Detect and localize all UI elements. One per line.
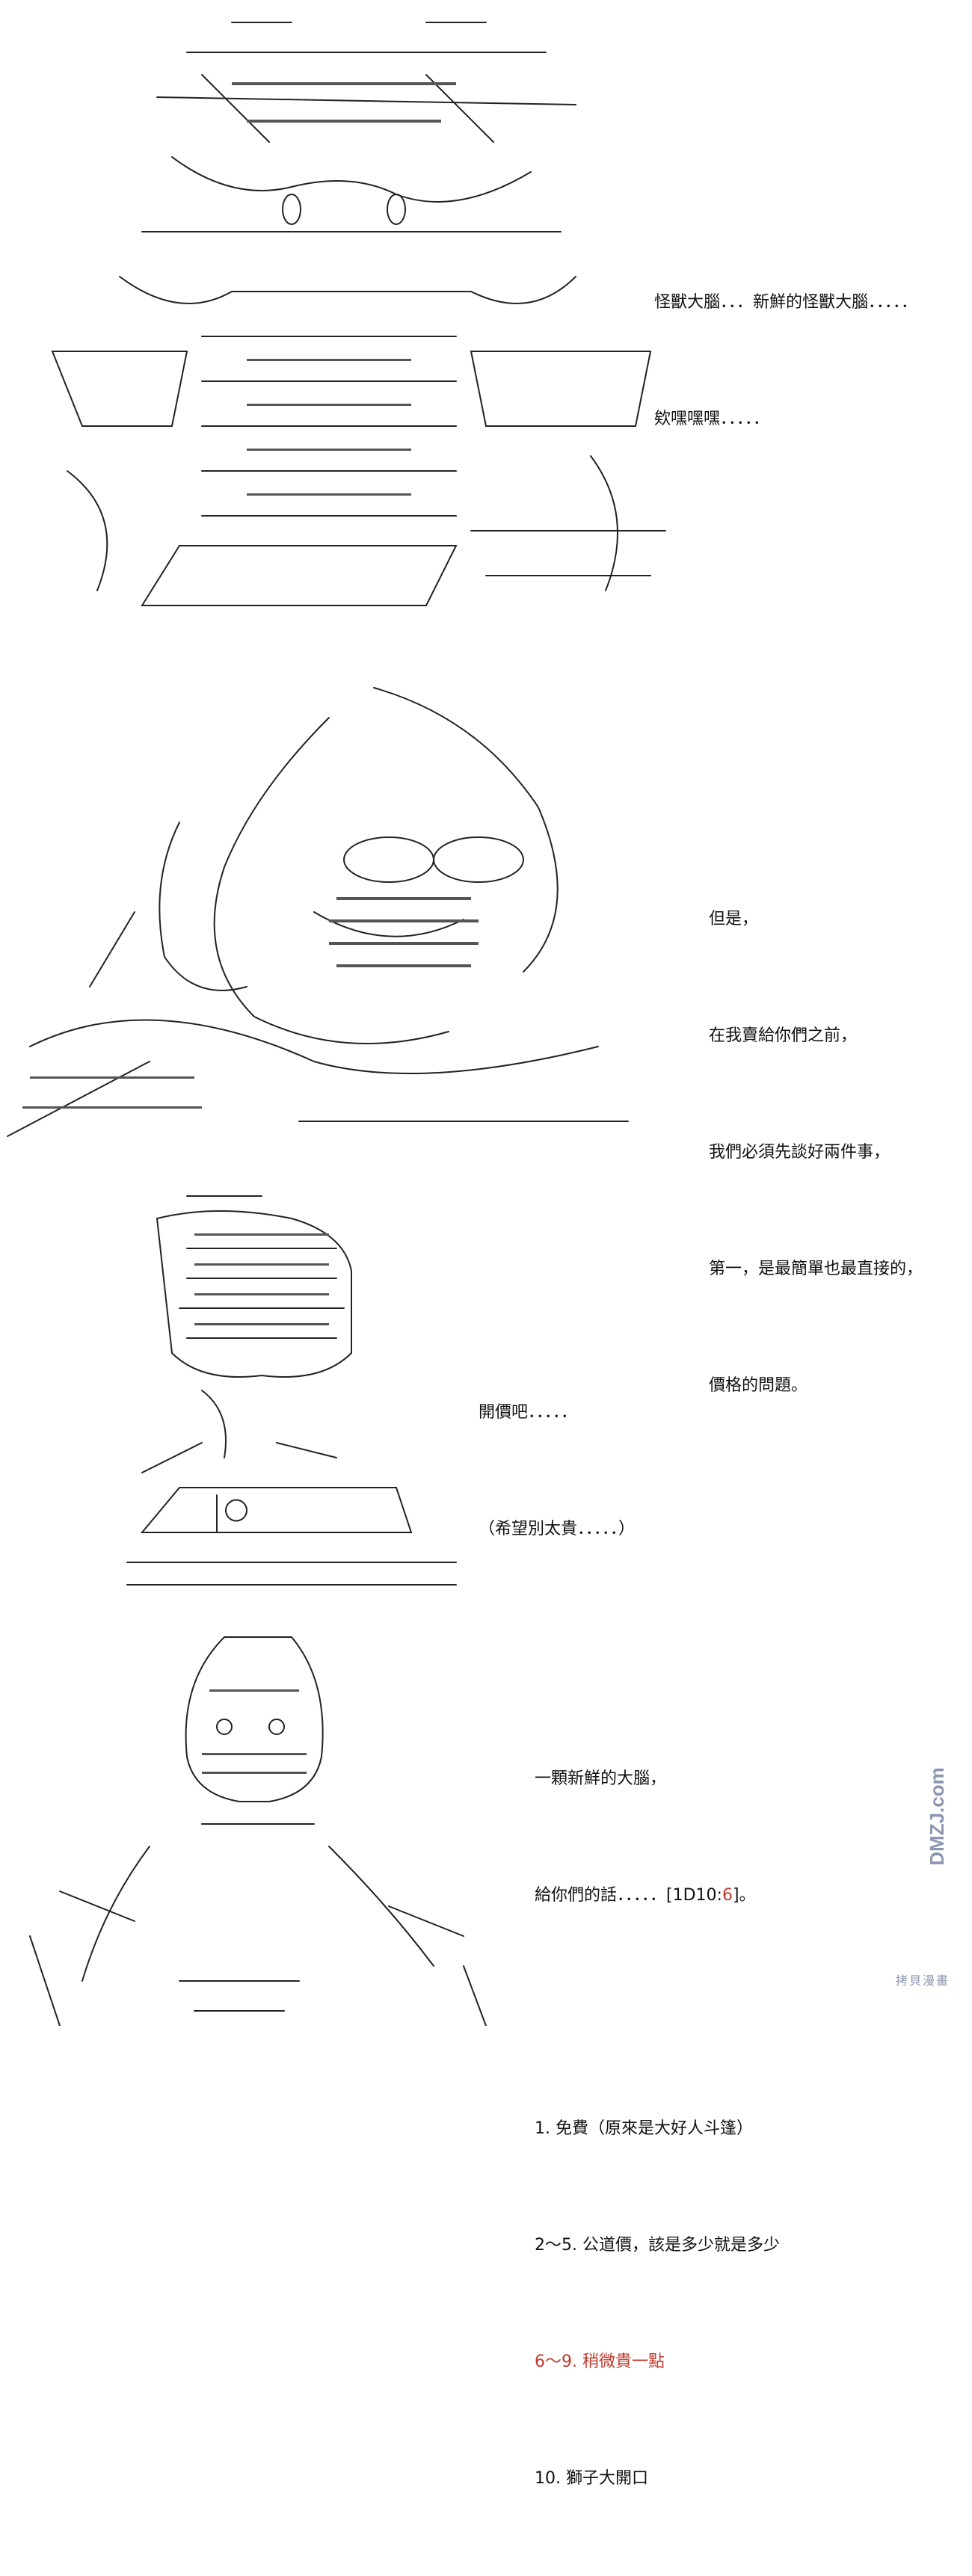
spacer — [535, 1993, 780, 2032]
watermark-caption: 拷貝漫畫 — [895, 1973, 950, 1988]
roll-prefix: 給你們的話．．．．．[1D10: — [535, 1886, 722, 1905]
ascii-art-hooded-figure — [0, 673, 643, 1166]
option-4: 10. 獅子大開口 — [535, 2469, 648, 2488]
panel-2: 但是， 在我賣給你們之前， 我們必須先談好兩件事， 第一，是最簡單也最直接的， … — [0, 665, 972, 1395]
dialog-line: （希望別太貴．．．．．） — [479, 1520, 636, 1538]
roll-result: 6 — [722, 1886, 733, 1905]
option-3-highlighted: 6～9. 稍微貴一點 — [535, 2352, 665, 2371]
dialog-line: 我們必須先談好兩件事， — [709, 1143, 891, 1162]
dialog-line-roll: 給你們的話．．．．．[1D10:6]。 — [535, 1876, 780, 1915]
watermark-brand: DMZJ.com — [926, 1767, 948, 1865]
ascii-art-masked-figure — [15, 1622, 493, 2026]
dialog-line: 一顆新鮮的大腦， — [535, 1769, 667, 1788]
ascii-art-seated-figure — [97, 1189, 486, 1592]
dialog-line: 在我賣給你們之前， — [709, 1026, 858, 1045]
dialog-line: 欸嘿嘿嘿．．．．． — [654, 410, 770, 428]
dialog-panel-2: 但是， 在我賣給你們之前， 我們必須先談好兩件事， 第一，是最簡單也最直接的， … — [709, 822, 923, 1483]
panel-3: 開價吧．．．．． （希望別太貴．．．．．） — [0, 1181, 972, 1600]
dialog-panel-4: 一顆新鮮的大腦， 給你們的話．．．．．[1D10:6]。 1. 免費（原來是大好… — [535, 1682, 780, 2576]
option-2: 2～5. 公道價，該是多少就是多少 — [535, 2236, 780, 2255]
panel-4: 一顆新鮮的大腦， 給你們的話．．．．．[1D10:6]。 1. 免費（原來是大好… — [0, 1615, 972, 2488]
option-1: 1. 免費（原來是大好人斗篷） — [535, 2119, 753, 2138]
dialog-line: 價格的問題。 — [709, 1376, 808, 1395]
ascii-art-monster-brain — [7, 7, 680, 650]
dialog-line: 怪獸大腦．．．新鮮的怪獸大腦．．．．． — [654, 293, 918, 312]
dialog-line: 開價吧．．．．． — [479, 1403, 578, 1422]
dialog-panel-3: 開價吧．．．．． （希望別太貴．．．．．） — [479, 1316, 635, 1627]
panel-1: 怪獸大腦．．．新鮮的怪獸大腦．．．．． 欸嘿嘿嘿．．．．． — [0, 0, 972, 658]
dialog-panel-1: 怪獸大腦．．．新鮮的怪獸大腦．．．．． 欸嘿嘿嘿．．．．． — [654, 206, 917, 517]
dialog-line: 但是， — [709, 910, 759, 928]
watermark-logo: DMZJ.com — [921, 1757, 966, 1876]
roll-suffix: ]。 — [732, 1886, 756, 1905]
dialog-line: 第一，是最簡單也最直接的， — [709, 1260, 923, 1278]
